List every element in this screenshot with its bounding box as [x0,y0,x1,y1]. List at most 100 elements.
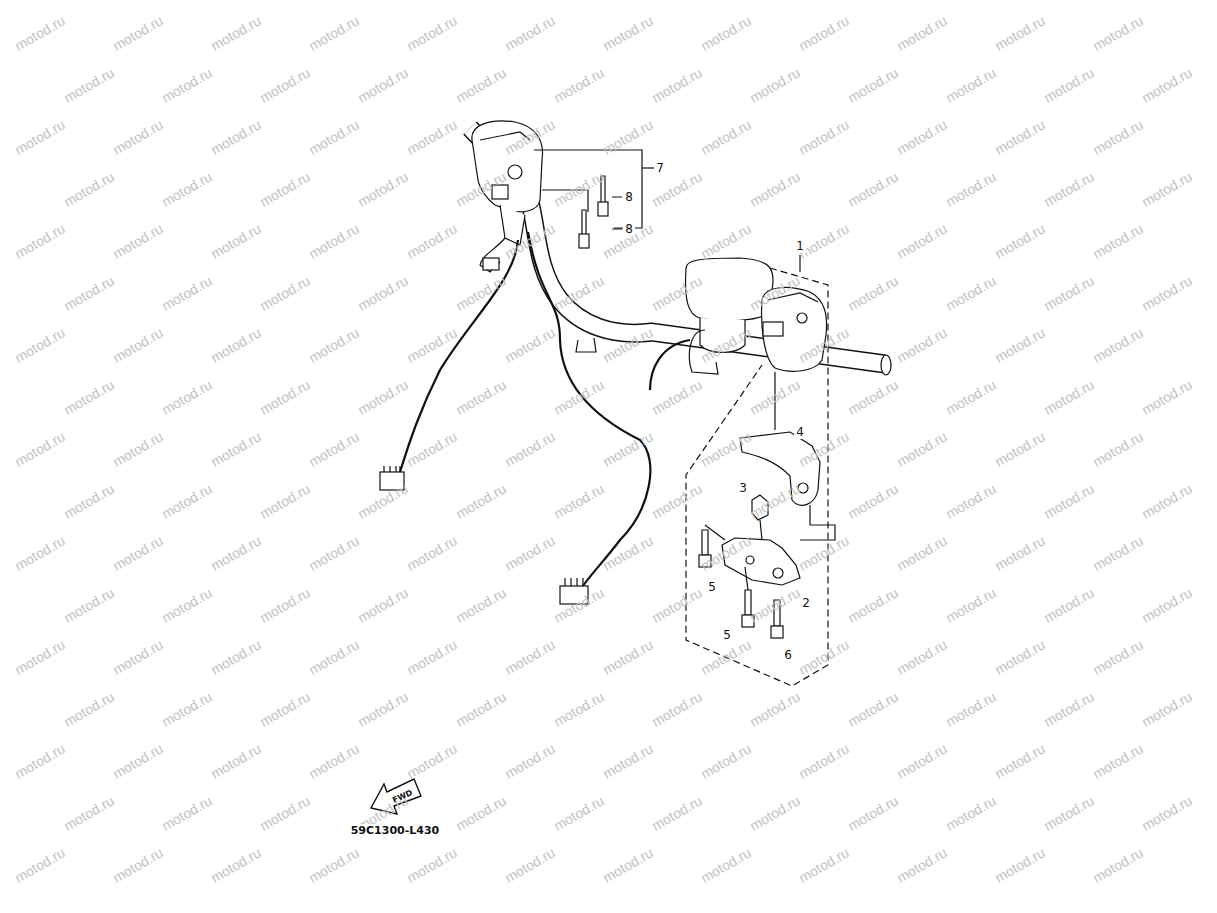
watermark: motod.ru [796,740,852,781]
watermark: motod.ru [306,220,362,261]
watermark: motod.ru [502,532,558,573]
callout-number: 3 [737,481,749,495]
watermark: motod.ru [61,480,117,521]
watermark: motod.ru [894,220,950,261]
watermark: motod.ru [12,116,68,157]
watermark: motod.ru [1090,12,1146,53]
watermark: motod.ru [698,220,754,261]
watermark: motod.ru [306,844,362,885]
watermark: motod.ru [845,480,901,521]
watermark: motod.ru [1139,792,1195,833]
watermark: motod.ru [1139,480,1195,521]
watermark: motod.ru [453,64,509,105]
watermark: motod.ru [159,792,215,833]
watermark: motod.ru [796,844,852,885]
watermark: motod.ru [453,688,509,729]
watermark: motod.ru [796,116,852,157]
watermark: motod.ru [453,272,509,313]
watermark: motod.ru [355,584,411,625]
watermark: motod.ru [159,168,215,209]
callout-number: 8 [623,222,635,236]
watermark: motod.ru [306,740,362,781]
watermark: motod.ru [992,636,1048,677]
watermark: motod.ru [12,12,68,53]
watermark: motod.ru [208,428,264,469]
watermark: motod.ru [61,688,117,729]
watermark: motod.ru [1090,740,1146,781]
watermark: motod.ru [306,116,362,157]
watermark: motod.ru [61,584,117,625]
watermark: motod.ru [110,12,166,53]
watermark: motod.ru [306,12,362,53]
watermark: motod.ru [1139,376,1195,417]
callout-number: 7 [654,161,666,175]
watermark: motod.ru [845,688,901,729]
watermark: motod.ru [12,740,68,781]
watermark: motod.ru [551,64,607,105]
bar-clamp [576,338,596,352]
watermark: motod.ru [1041,64,1097,105]
master-cylinder [650,258,773,390]
watermark: motod.ru [992,12,1048,53]
watermark: motod.ru [943,792,999,833]
watermark: motod.ru [698,636,754,677]
watermark: motod.ru [992,428,1048,469]
watermark: motod.ru [747,792,803,833]
watermark: motod.ru [1139,272,1195,313]
watermark: motod.ru [404,844,460,885]
callout-number: 2 [800,596,812,610]
watermark: motod.ru [943,168,999,209]
watermark: motod.ru [306,532,362,573]
watermark: motod.ru [159,272,215,313]
grip-end [881,355,891,375]
watermark: motod.ru [894,532,950,573]
watermark: motod.ru [159,688,215,729]
watermark: motod.ru [12,636,68,677]
small-connector [483,258,499,270]
watermark: motod.ru [208,116,264,157]
watermark: motod.ru [649,376,705,417]
watermark: motod.ru [1041,376,1097,417]
watermark: motod.ru [1041,168,1097,209]
bracket-7 [534,150,654,229]
watermark: motod.ru [306,428,362,469]
watermark: motod.ru [404,116,460,157]
watermark: motod.ru [894,636,950,677]
watermark: motod.ru [698,844,754,885]
watermark: motod.ru [404,740,460,781]
watermark: motod.ru [61,792,117,833]
callout-number: 1 [794,239,806,253]
watermark: motod.ru [600,636,656,677]
watermark: motod.ru [845,168,901,209]
watermark: motod.ru [698,12,754,53]
watermark: motod.ru [747,64,803,105]
watermark: motod.ru [404,636,460,677]
watermark: motod.ru [404,532,460,573]
watermark: motod.ru [1090,636,1146,677]
callout-number: 4 [794,425,806,439]
watermark: motod.ru [355,688,411,729]
watermark: motod.ru [1090,428,1146,469]
watermark: motod.ru [600,844,656,885]
watermark: motod.ru [845,272,901,313]
watermark: motod.ru [355,272,411,313]
watermark: motod.ru [1041,688,1097,729]
watermark: motod.ru [208,532,264,573]
watermark: motod.ru [110,116,166,157]
watermark: motod.ru [257,272,313,313]
watermark: motod.ru [943,272,999,313]
watermark: motod.ru [110,636,166,677]
watermark: motod.ru [845,584,901,625]
watermark: motod.ru [453,792,509,833]
watermark: motod.ru [355,64,411,105]
watermark: motod.ru [551,376,607,417]
watermark: motod.ru [894,428,950,469]
watermark: motod.ru [110,428,166,469]
watermark: motod.ru [1090,220,1146,261]
left-wiring [380,232,650,604]
watermark: motod.ru [257,792,313,833]
watermark: motod.ru [12,428,68,469]
watermark: motod.ru [894,116,950,157]
callout-number: 5 [706,580,718,594]
